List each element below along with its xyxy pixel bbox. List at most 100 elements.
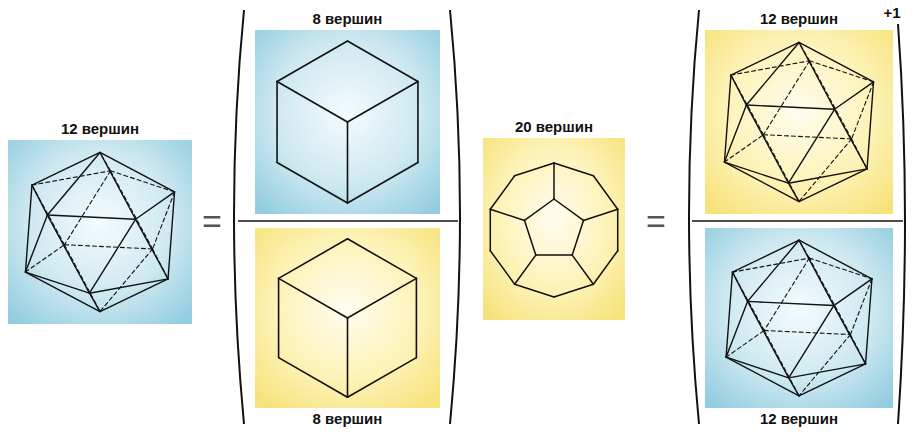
polyhedron-panel: 12 вершин xyxy=(8,140,192,324)
vertex-count: 12 вершин xyxy=(685,10,913,28)
right-parenthesis xyxy=(450,10,460,424)
visible-edge xyxy=(136,192,175,219)
polyhedra xyxy=(25,41,873,397)
visible-edge xyxy=(835,109,868,169)
visible-edge xyxy=(748,301,834,305)
fraction-bar xyxy=(238,220,458,222)
panel-ground xyxy=(705,30,893,214)
visible-edge xyxy=(554,199,583,220)
visible-edge xyxy=(278,278,280,357)
vertex-count: 8 вершин xyxy=(235,10,460,28)
visible-edge xyxy=(347,122,349,203)
visible-edge xyxy=(32,185,47,215)
polyhedron-figure xyxy=(25,152,174,311)
visible-edge xyxy=(89,279,168,293)
visible-edge xyxy=(536,254,572,256)
visible-edge xyxy=(279,239,348,279)
visible-edge xyxy=(490,251,514,285)
visible-edge xyxy=(835,82,874,109)
hidden-edge xyxy=(799,335,850,396)
hidden-edge xyxy=(111,171,175,192)
plus-one: +1 xyxy=(883,5,900,20)
polyhedron-panel: 12 вершин xyxy=(705,30,893,214)
panel-ground xyxy=(255,30,440,214)
visible-edge xyxy=(348,162,418,202)
visible-edge xyxy=(347,318,349,397)
visible-edge xyxy=(593,176,617,210)
visible-edge xyxy=(276,82,278,163)
vertex-count: 20 вершин xyxy=(463,118,645,136)
visible-edge xyxy=(100,152,136,219)
hidden-edge xyxy=(809,258,872,279)
polyhedron-panel: 12 вершин xyxy=(705,228,893,408)
brackets xyxy=(234,10,905,424)
hidden-edge xyxy=(764,258,809,330)
visible-edge xyxy=(32,152,100,185)
visible-edge xyxy=(490,176,514,210)
hidden-edge xyxy=(799,139,852,202)
visible-edge xyxy=(279,358,348,398)
visible-edge xyxy=(789,364,866,378)
visible-edge xyxy=(731,42,799,75)
vertex-count: 12 вершин xyxy=(0,120,212,138)
visible-edge xyxy=(731,75,746,105)
panel-ground xyxy=(705,228,893,408)
visible-edge xyxy=(748,301,789,377)
visible-edge xyxy=(746,105,834,109)
hidden-edge xyxy=(100,249,153,312)
visible-edge xyxy=(746,105,788,183)
fraction-bar xyxy=(692,220,903,222)
polyhedron-figure xyxy=(724,42,873,201)
polyhedron-panel: 8 вершин xyxy=(255,30,440,214)
visible-edge xyxy=(348,239,417,279)
hidden-edge xyxy=(731,61,810,75)
visible-edge xyxy=(348,278,417,318)
hidden-edge xyxy=(32,171,111,185)
polyhedron-figure xyxy=(490,163,617,297)
visible-edge xyxy=(490,209,524,220)
visible-edge xyxy=(525,220,536,255)
visible-edge xyxy=(748,240,799,301)
visible-edge xyxy=(799,364,866,396)
visible-edge xyxy=(47,215,89,293)
equals-sign: = xyxy=(646,204,666,238)
visible-edge xyxy=(554,163,593,176)
visible-edge xyxy=(279,278,348,318)
visible-edge xyxy=(867,82,874,169)
polyhedron-figure xyxy=(279,239,417,397)
visible-edge xyxy=(136,219,169,279)
visible-edge xyxy=(553,163,555,199)
hidden-edge xyxy=(64,245,152,249)
visible-edge xyxy=(417,82,419,163)
hidden-edge xyxy=(64,171,110,245)
hidden-edge xyxy=(763,61,809,135)
hidden-edge xyxy=(810,61,874,82)
visible-edge xyxy=(525,199,554,220)
visible-edge xyxy=(515,255,536,284)
visible-edge xyxy=(799,169,867,202)
visible-edge xyxy=(834,279,872,306)
visible-edge xyxy=(834,306,866,364)
panel-grounds xyxy=(8,30,893,408)
panel-ground xyxy=(483,138,625,320)
visible-edge xyxy=(47,215,135,219)
visible-edge xyxy=(348,358,417,398)
hidden-edge xyxy=(763,135,851,139)
visible-edge xyxy=(348,82,418,122)
visible-edge xyxy=(583,209,617,220)
visible-edge xyxy=(100,279,168,312)
visible-edge xyxy=(277,41,347,81)
left-parenthesis xyxy=(234,10,244,424)
visible-edge xyxy=(788,169,867,183)
hidden-edge xyxy=(732,258,809,272)
right-parenthesis xyxy=(898,24,905,424)
visible-edge xyxy=(554,284,593,297)
vertex-count: 12 вершин xyxy=(685,410,913,428)
panel-ground xyxy=(255,228,440,408)
visible-edge xyxy=(168,192,175,279)
equals-sign: = xyxy=(202,204,222,238)
visible-edge xyxy=(490,209,492,250)
visible-edge xyxy=(515,284,554,297)
